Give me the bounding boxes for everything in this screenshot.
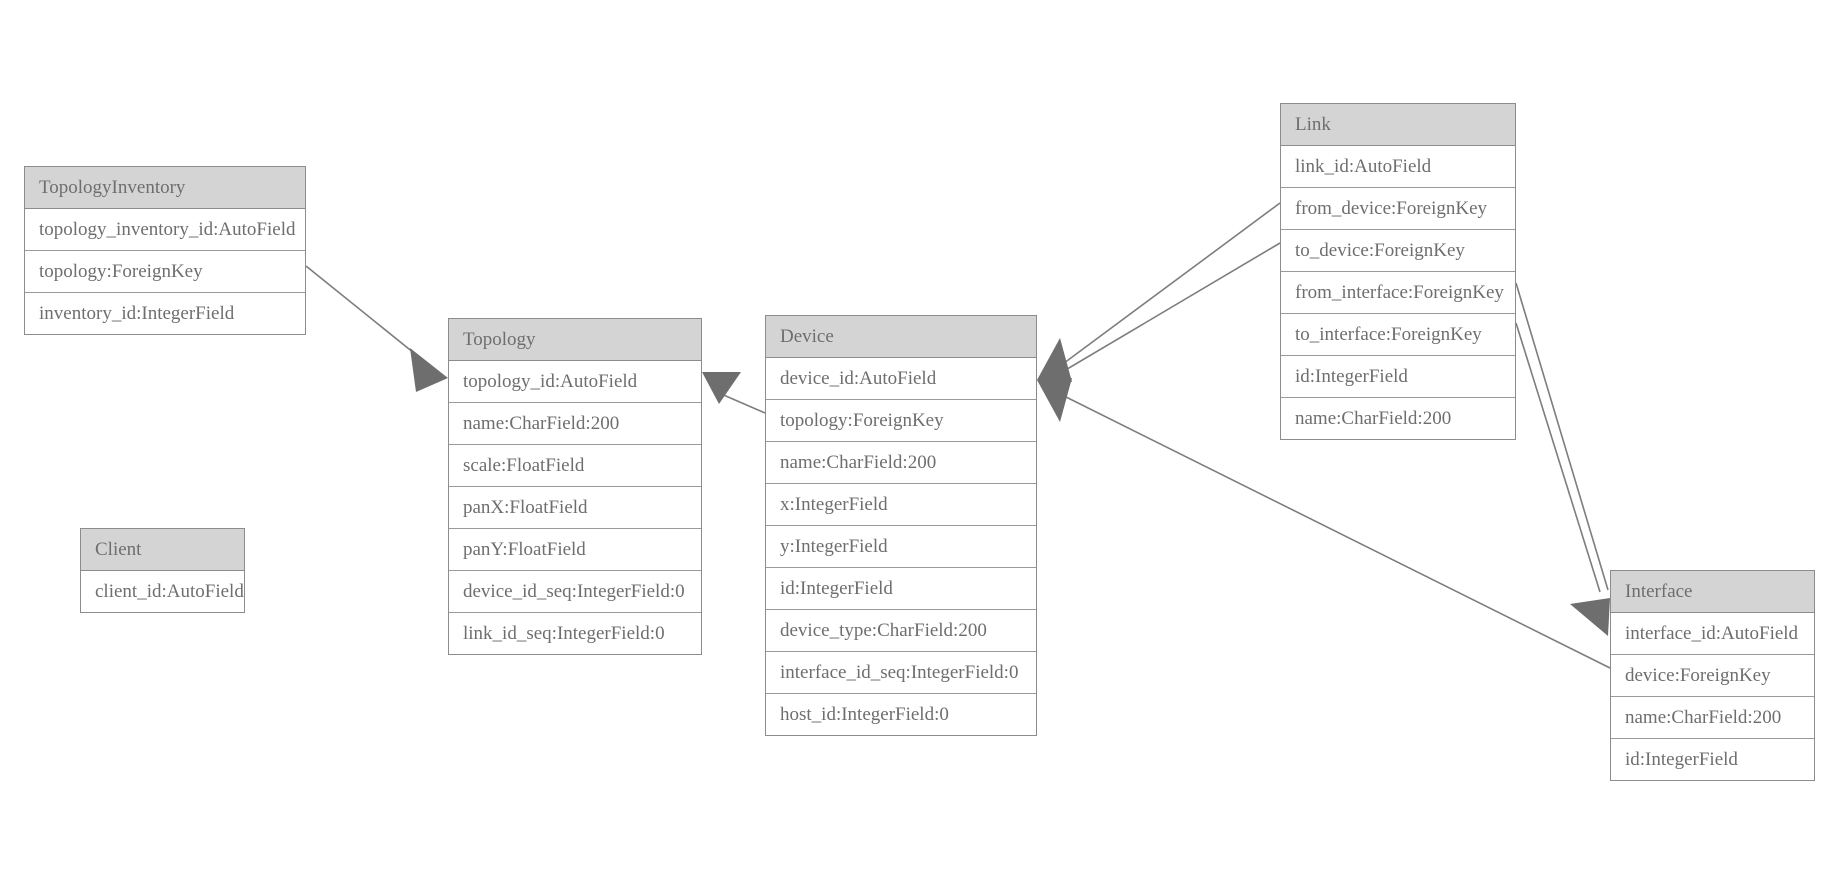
entity-client[interactable]: Client client_id:AutoField (80, 528, 245, 613)
entity-title-interface: Interface (1611, 571, 1814, 613)
entity-field-row[interactable]: device_type:CharField:200 (766, 610, 1036, 652)
entity-field-row[interactable]: interface_id_seq:IntegerField:0 (766, 652, 1036, 694)
entity-fields-client: client_id:AutoField (81, 571, 244, 612)
entity-title-topology: Topology (449, 319, 701, 361)
entity-field-row[interactable]: device_id:AutoField (766, 358, 1036, 400)
entity-field-row[interactable]: panY:FloatField (449, 529, 701, 571)
entity-field-row[interactable]: device:ForeignKey (1611, 655, 1814, 697)
edge-link-from-interface (1515, 282, 1609, 591)
entity-field-row[interactable]: topology:ForeignKey (766, 400, 1036, 442)
entity-field-row[interactable]: from_device:ForeignKey (1281, 188, 1515, 230)
entity-field-row[interactable]: topology_id:AutoField (449, 361, 701, 403)
entity-field-row[interactable]: host_id:IntegerField:0 (780, 704, 949, 725)
entity-field-row[interactable]: x:IntegerField (766, 484, 1036, 526)
edge-link-to-interface (1515, 322, 1601, 593)
arrowhead-into-device-lower (1037, 378, 1072, 422)
entity-title-topology-inventory: TopologyInventory (25, 167, 305, 209)
entity-field-row[interactable]: panX:FloatField (449, 487, 701, 529)
entity-field-row[interactable]: link_id:AutoField (1281, 146, 1515, 188)
entity-title-client: Client (81, 529, 244, 571)
entity-field-row[interactable]: name:CharField:200 (1295, 408, 1452, 429)
entity-field-row[interactable]: name:CharField:200 (1611, 697, 1814, 739)
entity-field-row[interactable]: topology:ForeignKey (25, 251, 305, 293)
entity-title-link: Link (1281, 104, 1515, 146)
entity-field-row[interactable]: name:CharField:200 (449, 403, 701, 445)
entity-field-row[interactable]: to_device:ForeignKey (1281, 230, 1515, 272)
entity-field-row[interactable]: inventory_id:IntegerField (39, 303, 235, 324)
arrowhead-into-interface (1570, 598, 1610, 636)
arrowhead-into-device-upper (1037, 338, 1072, 382)
entity-field-row[interactable]: device_id_seq:IntegerField:0 (449, 571, 701, 613)
entity-field-row[interactable]: id:IntegerField (1625, 749, 1738, 770)
edge-topologyinventory-topology (305, 265, 441, 375)
edge-device-topology (711, 389, 766, 414)
entity-field-row[interactable]: id:IntegerField (1281, 356, 1515, 398)
entity-field-row[interactable]: name:CharField:200 (766, 442, 1036, 484)
edge-link-to-device (1051, 242, 1281, 379)
entity-field-row[interactable]: to_interface:ForeignKey (1281, 314, 1515, 356)
entity-field-row[interactable]: from_interface:ForeignKey (1281, 272, 1515, 314)
arrowhead-into-topology-right (702, 372, 741, 404)
entity-field-row[interactable]: topology_inventory_id:AutoField (25, 209, 305, 251)
entity-field-row[interactable]: client_id:AutoField (95, 581, 244, 602)
entity-field-row[interactable]: scale:FloatField (449, 445, 701, 487)
entity-title-device: Device (766, 316, 1036, 358)
entity-field-row[interactable]: id:IntegerField (766, 568, 1036, 610)
edge-link-from-device (1051, 202, 1281, 373)
entity-field-row[interactable]: y:IntegerField (766, 526, 1036, 568)
arrowhead-into-topology-left (410, 348, 448, 392)
entity-field-row[interactable]: interface_id:AutoField (1611, 613, 1814, 655)
entity-field-row[interactable]: link_id_seq:IntegerField:0 (463, 623, 665, 644)
